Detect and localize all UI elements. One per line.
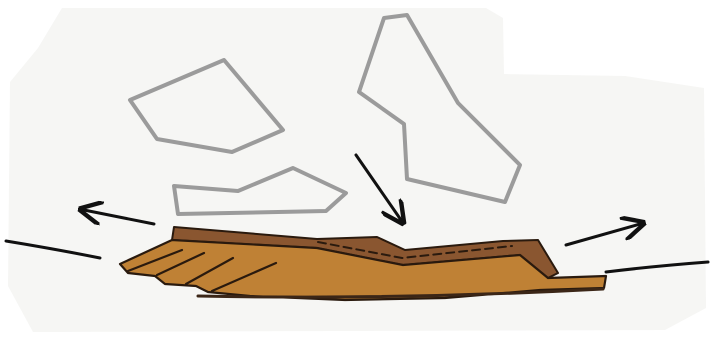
diagram-canvas: [0, 0, 710, 356]
diagram-svg: [0, 0, 710, 356]
